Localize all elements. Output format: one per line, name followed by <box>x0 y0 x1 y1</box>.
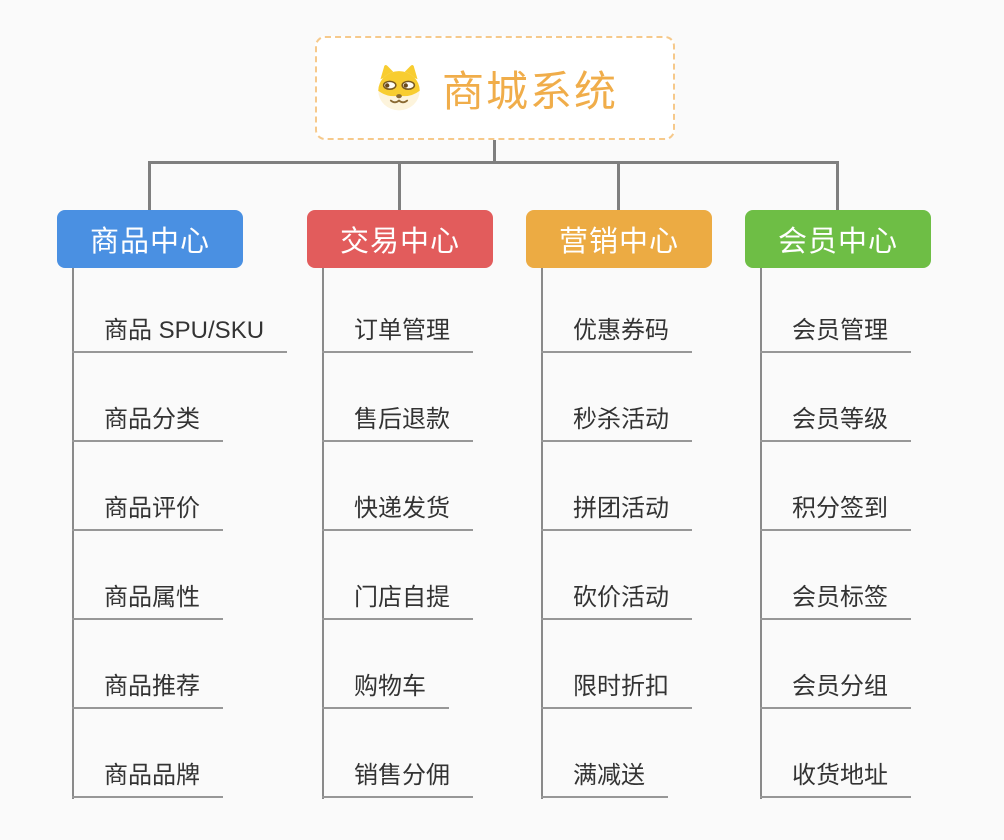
leaf-label: 收货地址 <box>760 760 911 798</box>
leaf-node[interactable]: 商品品牌 <box>72 709 322 798</box>
leaf-node[interactable]: 会员管理 <box>760 268 1004 353</box>
branch-items-trade: 订单管理 售后退款 快递发货 门店自提 购物车 销售分佣 <box>322 268 572 798</box>
branch-label: 商品中心 <box>89 226 210 258</box>
leaf-label: 会员标签 <box>760 582 911 620</box>
connector-root-drop <box>493 140 496 163</box>
leaf-label: 购物车 <box>322 671 449 709</box>
leaf-node[interactable]: 砍价活动 <box>541 531 791 620</box>
leaf-node[interactable]: 满减送 <box>541 709 791 798</box>
leaf-label: 售后退款 <box>322 404 473 442</box>
connector-drop-marketing <box>617 161 620 210</box>
leaf-node[interactable]: 秒杀活动 <box>541 353 791 442</box>
leaf-node[interactable]: 限时折扣 <box>541 620 791 709</box>
connector-drop-member <box>836 161 839 210</box>
leaf-label: 优惠券码 <box>541 315 692 353</box>
connector-horizontal-bar <box>148 161 839 164</box>
branch-label: 交易中心 <box>339 226 460 258</box>
leaf-node[interactable]: 积分签到 <box>760 442 1004 531</box>
leaf-label: 商品推荐 <box>72 671 223 709</box>
leaf-label: 快递发货 <box>322 493 473 531</box>
root-node[interactable]: 商城系统 <box>315 36 675 140</box>
leaf-label: 限时折扣 <box>541 671 692 709</box>
leaf-label: 积分签到 <box>760 493 911 531</box>
connector-drop-trade <box>398 161 401 210</box>
leaf-label: 销售分佣 <box>322 760 473 798</box>
leaf-node[interactable]: 会员等级 <box>760 353 1004 442</box>
leaf-label: 会员管理 <box>760 315 911 353</box>
leaf-node[interactable]: 商品分类 <box>72 353 322 442</box>
branch-node-member[interactable]: 会员中心 <box>745 210 931 268</box>
leaf-label: 商品评价 <box>72 493 223 531</box>
leaf-label: 商品分类 <box>72 404 223 442</box>
leaf-node[interactable]: 优惠券码 <box>541 268 791 353</box>
leaf-label: 商品品牌 <box>72 760 223 798</box>
leaf-node[interactable]: 会员分组 <box>760 620 1004 709</box>
root-title: 商城系统 <box>441 67 618 115</box>
branch-node-marketing[interactable]: 营销中心 <box>526 210 712 268</box>
branch-label: 会员中心 <box>777 226 898 258</box>
trunk-line-trade <box>322 268 324 799</box>
leaf-node[interactable]: 商品评价 <box>72 442 322 531</box>
leaf-node[interactable]: 订单管理 <box>322 268 572 353</box>
leaf-label: 商品 SPU/SKU <box>72 315 288 353</box>
trunk-line-member <box>760 268 762 799</box>
leaf-node[interactable]: 快递发货 <box>322 442 572 531</box>
leaf-label: 秒杀活动 <box>541 404 692 442</box>
branch-node-product[interactable]: 商品中心 <box>57 210 243 268</box>
connector-drop-product <box>148 161 151 210</box>
branch-node-trade[interactable]: 交易中心 <box>307 210 493 268</box>
branch-items-product: 商品 SPU/SKU 商品分类 商品评价 商品属性 商品推荐 商品品牌 <box>72 268 322 798</box>
dog-icon <box>372 64 426 112</box>
leaf-label: 会员等级 <box>760 404 911 442</box>
leaf-label: 门店自提 <box>322 582 473 620</box>
leaf-label: 商品属性 <box>72 582 223 620</box>
leaf-node[interactable]: 售后退款 <box>322 353 572 442</box>
leaf-node[interactable]: 购物车 <box>322 620 572 709</box>
leaf-node[interactable]: 商品推荐 <box>72 620 322 709</box>
leaf-node[interactable]: 收货地址 <box>760 709 1004 798</box>
leaf-node[interactable]: 销售分佣 <box>322 709 572 798</box>
leaf-label: 满减送 <box>541 760 668 798</box>
leaf-label: 拼团活动 <box>541 493 692 531</box>
leaf-label: 会员分组 <box>760 671 911 709</box>
branch-label: 营销中心 <box>558 226 679 258</box>
leaf-node[interactable]: 拼团活动 <box>541 442 791 531</box>
leaf-label: 砍价活动 <box>541 582 692 620</box>
leaf-node[interactable]: 商品属性 <box>72 531 322 620</box>
branch-items-member: 会员管理 会员等级 积分签到 会员标签 会员分组 收货地址 <box>760 268 1004 798</box>
branch-items-marketing: 优惠券码 秒杀活动 拼团活动 砍价活动 限时折扣 满减送 <box>541 268 791 798</box>
leaf-node[interactable]: 商品 SPU/SKU <box>72 268 322 353</box>
leaf-node[interactable]: 门店自提 <box>322 531 572 620</box>
leaf-label: 订单管理 <box>322 315 473 353</box>
trunk-line-product <box>72 268 74 799</box>
leaf-node[interactable]: 会员标签 <box>760 531 1004 620</box>
trunk-line-marketing <box>541 268 543 799</box>
